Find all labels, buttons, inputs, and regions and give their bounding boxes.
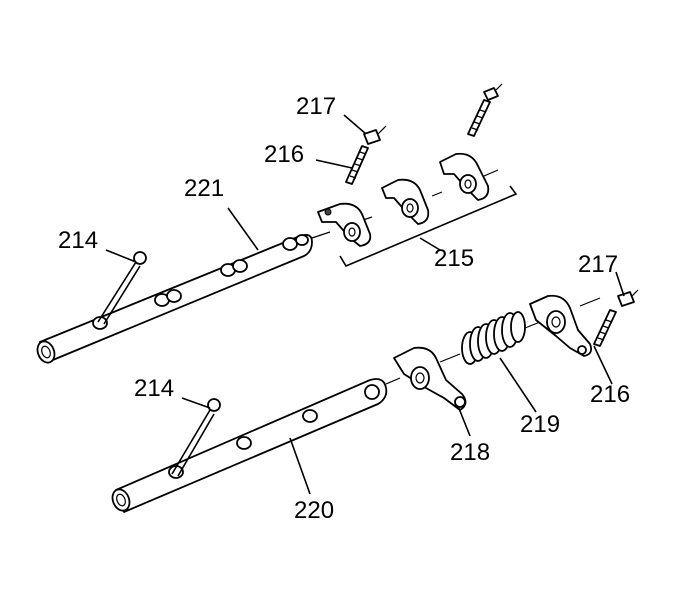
callout-218: 218 <box>450 439 490 466</box>
rocker-arm-right <box>529 294 593 357</box>
upper-rocker-arm-1 <box>317 202 372 247</box>
callout-220: 220 <box>294 497 334 524</box>
upper-nut-217 <box>363 125 387 145</box>
leader-lines <box>105 114 625 495</box>
lower-nut-217 <box>617 289 639 307</box>
upper-adjusting-screw-216-right <box>467 83 503 137</box>
callout-215: 215 <box>434 245 474 272</box>
lower-adjusting-screw-216 <box>593 309 617 347</box>
callout-219: 219 <box>520 411 560 438</box>
lower-rocker-shaft-220 <box>111 378 388 513</box>
callout-216-lower: 216 <box>590 381 630 408</box>
upper-rocker-arm-3 <box>439 152 490 201</box>
callout-214-upper: 214 <box>58 227 98 254</box>
upper-adjusting-screw-216 <box>345 145 369 185</box>
callout-216-upper: 216 <box>264 141 304 168</box>
spring-219 <box>461 311 526 365</box>
callout-214-lower: 214 <box>134 375 174 402</box>
upper-rocker-shaft-221 <box>36 233 313 364</box>
callout-217-upper: 217 <box>296 93 336 120</box>
callout-221: 221 <box>184 175 224 202</box>
rocker-arm-218 <box>393 346 467 411</box>
upper-rocker-arm-2 <box>381 178 430 225</box>
callout-217-lower: 217 <box>578 251 618 278</box>
bolt-214-upper <box>97 251 147 325</box>
bolt-214-lower <box>171 398 221 477</box>
bracket-215 <box>339 185 518 268</box>
